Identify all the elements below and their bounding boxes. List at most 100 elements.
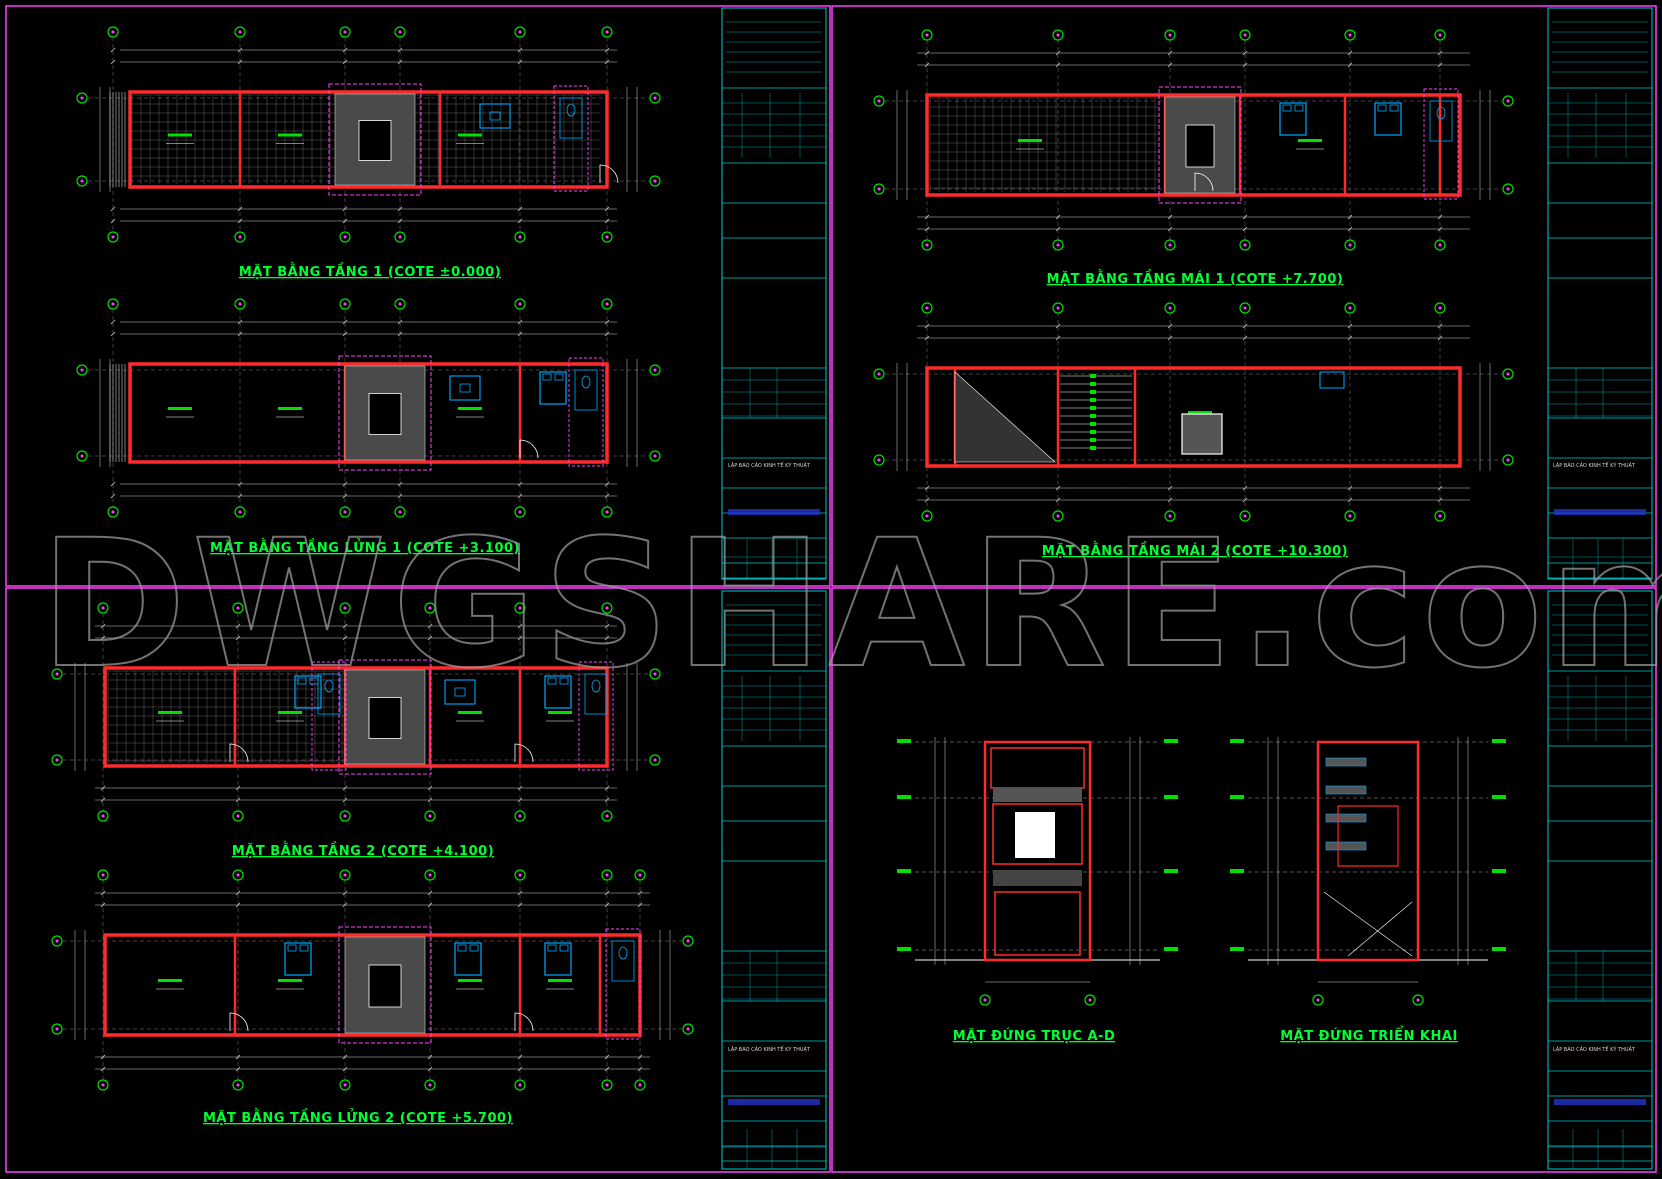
dimension-tick	[397, 59, 403, 65]
sheet-frame	[831, 5, 1657, 587]
dimension-tick	[110, 218, 116, 224]
grid-bubble	[873, 183, 885, 195]
stair-tread-mark	[1090, 374, 1096, 378]
door-swing-icon	[599, 164, 619, 184]
pillow-icon	[1294, 104, 1304, 112]
dimension-tick	[100, 623, 106, 629]
dimension-tick	[1242, 226, 1248, 232]
sheet-frame	[831, 587, 1657, 1173]
bathroom-fixtures-icon	[1429, 100, 1453, 142]
dimension-tick	[604, 890, 610, 896]
dimension-tick	[604, 785, 610, 791]
grid-bubble-dot	[518, 510, 522, 514]
dimension-tick	[237, 493, 243, 499]
grid-bubble-dot	[638, 1083, 642, 1087]
door-swing-icon	[1194, 172, 1214, 192]
dimension-tick	[100, 902, 106, 908]
grid-bubble	[394, 231, 406, 243]
toilet-icon	[1436, 106, 1446, 120]
dimension-tick	[100, 797, 106, 803]
pillow-icon	[297, 677, 307, 685]
grid-bubble	[1084, 994, 1096, 1006]
grid-bubble	[601, 602, 613, 614]
grid-bubble	[339, 1079, 351, 1091]
pillow-icon	[542, 373, 552, 381]
dimension-tick	[604, 218, 610, 224]
dimension-tick	[110, 481, 116, 487]
dimension-tick	[342, 218, 348, 224]
grid-bubble-dot	[1243, 514, 1247, 518]
room-label-mark	[1188, 411, 1212, 414]
stair-highlight-box	[338, 355, 432, 471]
grid-bubble	[1164, 29, 1176, 41]
coffee-table-icon	[489, 111, 501, 121]
dimension-tick	[1347, 226, 1353, 232]
grid-bubble	[232, 602, 244, 614]
door-swing-icon	[229, 743, 249, 763]
pillow-icon	[559, 677, 569, 685]
grid-bubble-dot	[236, 873, 240, 877]
grid-bubble	[1239, 510, 1251, 522]
grid-bubble-dot	[653, 368, 657, 372]
grid-bubble	[339, 506, 351, 518]
door-swing-icon	[229, 1012, 249, 1032]
grid-bubble-dot	[1243, 33, 1247, 37]
dimension-tick	[517, 797, 523, 803]
grid-bubble-dot	[398, 30, 402, 34]
dimension-tick	[427, 785, 433, 791]
dimension-tick	[1347, 497, 1353, 503]
dimension-tick	[110, 59, 116, 65]
grid-bubble-dot	[80, 368, 84, 372]
grid-bubble-dot	[1348, 306, 1352, 310]
pillow-icon	[1389, 104, 1399, 112]
dimension-tick	[604, 331, 610, 337]
dimension-tick	[342, 635, 348, 641]
grid-bubble	[1164, 302, 1176, 314]
level-tag	[1164, 795, 1178, 799]
grid-bubble	[97, 869, 109, 881]
pillow-icon	[287, 944, 297, 952]
grid-bubble	[51, 754, 63, 766]
bathroom-fixtures-icon	[317, 673, 341, 715]
dimension-tick	[397, 319, 403, 325]
stair-tread-mark	[1090, 414, 1096, 418]
dimension-tick	[235, 797, 241, 803]
dimension-tick	[1437, 226, 1443, 232]
grid-bubble	[634, 869, 646, 881]
dimension-tick	[1167, 485, 1173, 491]
dimension-tick	[397, 206, 403, 212]
dimension-tick	[604, 1066, 610, 1072]
grid-bubble-dot	[1348, 514, 1352, 518]
dimension-tick	[924, 214, 930, 220]
grid-bubble	[601, 298, 613, 310]
grid-bubble	[514, 1079, 526, 1091]
dimension-tick	[235, 1054, 241, 1060]
grid-bubble-dot	[1056, 33, 1060, 37]
dimension-tick	[637, 890, 643, 896]
plan-mezzanine-2	[51, 869, 694, 1091]
grid-bubble	[601, 1079, 613, 1091]
dimension-tick	[235, 902, 241, 908]
grid-bubble-dot	[925, 33, 929, 37]
room-label-mark	[1018, 139, 1042, 142]
grid-bubble-dot	[101, 873, 105, 877]
dimension-tick	[1167, 323, 1173, 329]
grid-bubble	[1239, 29, 1251, 41]
sofa-set-icon	[449, 375, 481, 401]
grid-bubble	[76, 364, 88, 376]
grid-bubble-dot	[55, 758, 59, 762]
dimension-tick	[237, 481, 243, 487]
floor-slab	[1325, 813, 1367, 823]
dimension-tick	[924, 50, 930, 56]
water-tank-icon	[1319, 371, 1345, 389]
grid-bubble-dot	[1416, 998, 1420, 1002]
dimension-tick	[604, 1054, 610, 1060]
grid-bubble	[97, 810, 109, 822]
title-block-project-1: LẬP BÁO CÁO KINH TẾ KỸ THUẬT	[728, 461, 811, 469]
grid-bubble-dot	[1056, 306, 1060, 310]
grid-bubble	[76, 175, 88, 187]
grid-bubble-dot	[518, 302, 522, 306]
grid-bubble-dot	[111, 510, 115, 514]
balcony-slab	[993, 870, 1082, 886]
sheet-frame	[5, 587, 831, 1173]
